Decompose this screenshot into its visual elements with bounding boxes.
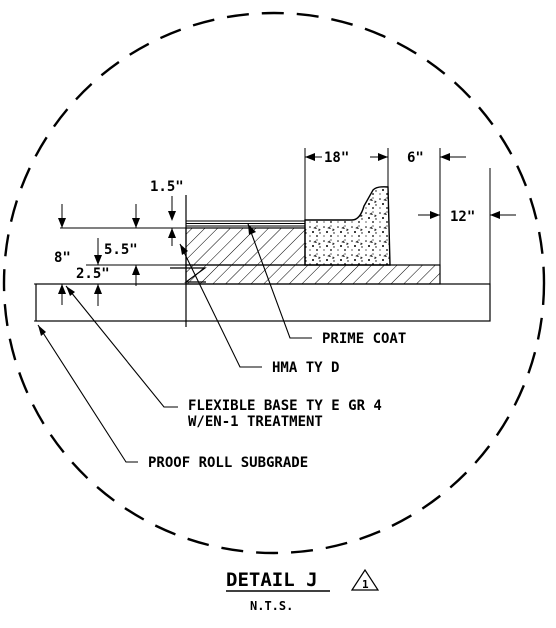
revision-number: 1 bbox=[362, 578, 369, 591]
arrowhead bbox=[168, 211, 176, 221]
detail-title: DETAIL J bbox=[226, 569, 318, 591]
flexible-base-layer bbox=[35, 283, 491, 322]
arrowhead bbox=[378, 153, 388, 161]
arrowhead bbox=[248, 224, 256, 235]
arrowhead bbox=[58, 218, 66, 228]
dimension-2-5: 2.5" bbox=[76, 266, 110, 282]
arrowhead bbox=[132, 265, 140, 275]
dimension-18: 18" bbox=[324, 150, 349, 166]
leader-proof-roll bbox=[37, 324, 138, 463]
arrowhead bbox=[430, 211, 440, 219]
arrowhead bbox=[58, 284, 66, 294]
revision-triangle-icon bbox=[350, 568, 380, 591]
dimension-1-5: 1.5" bbox=[150, 179, 184, 195]
scale-note: N.T.S. bbox=[250, 599, 293, 613]
base-layer bbox=[185, 264, 441, 285]
arrowhead bbox=[440, 153, 450, 161]
dimension-5-5: 5.5" bbox=[104, 242, 138, 258]
dimension-12: 12" bbox=[450, 209, 475, 225]
arrowhead bbox=[168, 228, 176, 238]
detail-boundary-circle bbox=[2, 11, 546, 555]
arrowhead bbox=[490, 211, 500, 219]
callout-flexible-base-line1: FLEXIBLE BASE TY E GR 4 bbox=[188, 398, 382, 414]
arrowhead bbox=[66, 286, 75, 296]
arrowhead bbox=[305, 153, 315, 161]
dimension-8: 8" bbox=[54, 250, 71, 266]
arrowhead bbox=[94, 255, 102, 265]
callout-hma: HMA TY D bbox=[272, 360, 339, 376]
leader-flexible-base bbox=[65, 285, 178, 408]
callout-flexible-base-line2: W/EN-1 TREATMENT bbox=[188, 414, 323, 430]
callout-prime-coat: PRIME COAT bbox=[322, 331, 406, 347]
leader-hma bbox=[179, 243, 262, 368]
hma-layer bbox=[185, 227, 306, 266]
arrowhead bbox=[180, 244, 188, 255]
arrowhead bbox=[132, 218, 140, 228]
concrete-curb bbox=[304, 186, 391, 266]
arrowhead bbox=[38, 325, 46, 336]
callout-proof-roll: PROOF ROLL SUBGRADE bbox=[148, 455, 308, 471]
dimension-6: 6" bbox=[407, 150, 424, 166]
arrowhead bbox=[94, 284, 102, 294]
leader-prime-coat bbox=[247, 223, 312, 339]
